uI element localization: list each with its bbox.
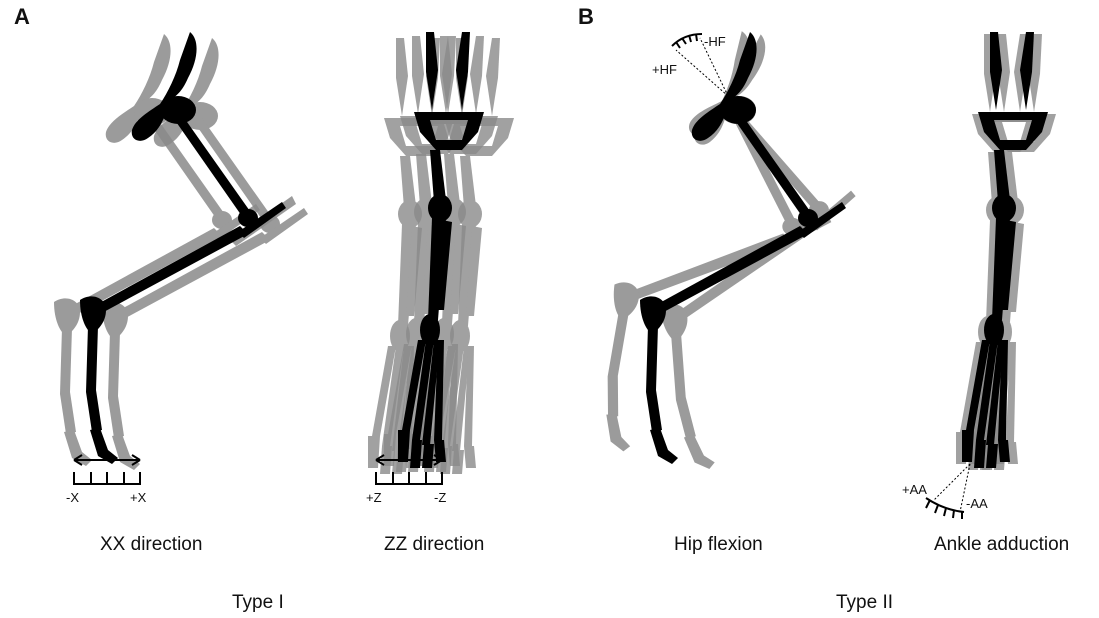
caption-ankle-adduction: Ankle adduction xyxy=(934,534,1069,556)
type-label-b: Type II xyxy=(836,592,893,614)
aa-plus-label: +AA xyxy=(902,482,927,497)
caption-hip-flexion: Hip flexion xyxy=(674,534,763,556)
leg-hf-main xyxy=(640,32,846,464)
hf-minus-label: -HF xyxy=(704,34,726,49)
xx-scale-left-label: -X xyxy=(66,490,79,505)
hf-plus-label: +HF xyxy=(652,62,677,77)
zz-scale-right-label: -Z xyxy=(434,490,446,505)
aa-minus-label: -AA xyxy=(966,496,988,511)
zz-scale-left-label: +Z xyxy=(366,490,382,505)
type-label-a: Type I xyxy=(232,592,284,614)
aa-angle-gauge xyxy=(926,464,970,519)
caption-xx-direction: XX direction xyxy=(100,534,202,556)
caption-zz-direction: ZZ direction xyxy=(384,534,484,556)
xx-scale-right-label: +X xyxy=(130,490,147,505)
xx-scale xyxy=(74,455,140,484)
